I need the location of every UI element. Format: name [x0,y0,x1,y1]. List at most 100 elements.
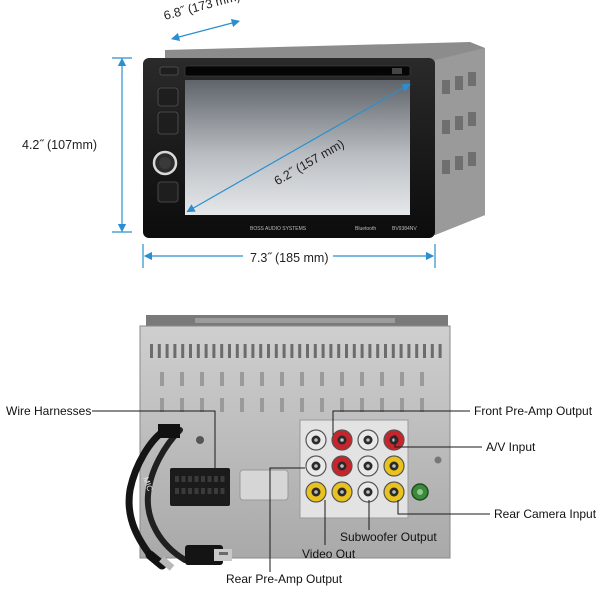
vent-slot [300,398,304,412]
usb-plug-contacts [219,552,228,555]
vent-slot [320,372,324,386]
vent-slot [290,344,294,358]
vent-slot [280,372,284,386]
vent-slot [313,344,317,358]
vent-slot [407,344,411,358]
harness-pin [214,488,218,494]
vent-slot [251,344,255,358]
vent-slot [240,372,244,386]
vent-slot [329,344,333,358]
vent-slot [200,398,204,412]
depth-dimension-line [170,19,241,41]
wire-harness-callout-line [92,410,216,470]
vent-slot [340,372,344,386]
vent-slot [321,344,325,358]
vent-slot [391,344,395,358]
harness-pin [220,476,225,482]
rca-jack-pin [366,464,370,468]
vent-slot [415,344,419,358]
harness-pin [181,476,186,482]
rca-jacks [305,429,405,503]
front-preamp-label: Front Pre-Amp Output [474,404,593,418]
vent-slot [282,344,286,358]
vent-slot [180,372,184,386]
callout-lines [92,410,490,572]
screw [434,456,442,464]
harness-pin [194,488,199,494]
vent-slot [352,344,356,358]
vent-slot [180,398,184,412]
harness-pins [175,476,225,494]
rear-view-unit: MIC [125,315,451,571]
harness-cable [144,427,188,563]
vent-slot [212,344,216,358]
bluetooth-text: Bluetooth [355,226,376,232]
vent-slot [267,344,270,358]
harness-pin [194,476,199,482]
harness-pin [207,488,212,494]
vent-slot [360,372,364,386]
vent-slot [165,344,169,358]
subwoofer-label: Subwoofer Output [340,530,437,544]
power-button [159,66,179,76]
vent-slot [260,372,264,386]
home-button [157,181,179,203]
vent-slot [228,344,231,358]
vent-slot [380,372,384,386]
rca-jack-pin [392,464,396,468]
vent-slot [274,344,278,358]
vent-slot [240,398,244,412]
vent-slot [243,344,247,358]
harness-pin [201,488,205,494]
vent-slot [181,344,185,358]
vent-slot [220,398,224,412]
av-input-label: A/V Input [486,440,536,454]
vent-slot [340,398,344,412]
vent-slot [384,344,387,358]
vent-slot [368,344,372,358]
vent-slot [420,372,424,386]
vent-slot [376,344,380,358]
harness-pin [207,476,212,482]
chassis-slots [442,72,476,174]
menu-button [157,87,179,107]
rca-jack-pin [340,464,344,468]
vent-slot [235,344,239,358]
vent-slot [320,398,324,412]
front-view-unit: BOSS AUDIO SYSTEMS Bluetooth BV9384NV [143,42,485,238]
rca-jack-pin [314,464,318,468]
rear-preamp-label: Rear Pre-Amp Output [226,572,343,586]
cable-grommet [158,424,180,438]
vent-slot [220,372,224,386]
vent-slot [306,344,309,358]
width-label-background [243,250,333,265]
vent-slot [157,344,161,358]
model-text: BV9384NV [392,226,417,232]
front-chassis-right [435,48,485,235]
vent-slot [360,398,364,412]
vent-slot [399,344,403,358]
depth-label: 6.8˝ (173 mm) [162,0,241,23]
vent-slot [280,398,284,412]
vent-slot [420,398,424,412]
harness-cable [125,426,169,559]
vent-slot [300,372,304,386]
rear-vents-top [150,344,442,358]
vent-slot [260,398,264,412]
wire-harnesses-label: Wire Harnesses [6,404,91,418]
vent-slot [423,344,426,358]
vent-slot [360,344,364,358]
vent-slot [173,344,177,358]
vent-slot [298,344,302,358]
brand-text: BOSS AUDIO SYSTEMS [250,226,307,232]
rear-top-highlight [195,318,395,323]
aux-port-block [239,469,289,501]
video-out-label: Video Out [302,547,356,561]
vent-slot [220,344,224,358]
mic-plug-tip [159,556,175,571]
harness-pin [188,476,192,482]
eject-button [392,68,402,74]
harness-pin [175,476,179,482]
screw [196,436,204,444]
